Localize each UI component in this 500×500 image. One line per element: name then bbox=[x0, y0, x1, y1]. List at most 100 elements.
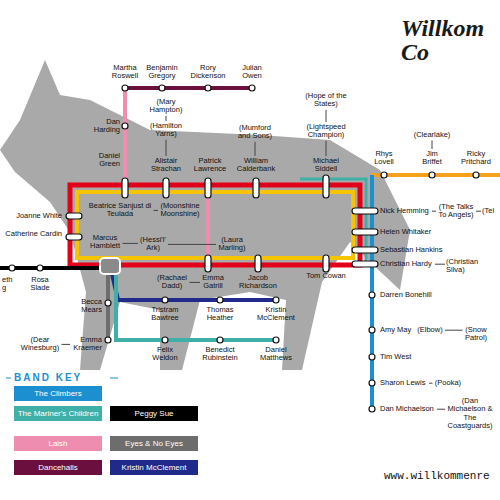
station-name: Benjamin Gregory bbox=[146, 63, 177, 80]
station-label: Tom Cowan bbox=[305, 272, 347, 280]
map-title: Willkom Co bbox=[401, 16, 497, 64]
station-label: (Christian Silva) bbox=[446, 258, 481, 275]
station-name: Jim Briffet bbox=[422, 149, 441, 166]
station-label: (The Talks To Angels) bbox=[437, 203, 475, 220]
station-label: (Dan Michaelson & The Coastguards) bbox=[446, 397, 494, 431]
station-label: Benjamin Gregory bbox=[145, 64, 179, 81]
station-label: Ricky Pritchard bbox=[460, 150, 493, 167]
station-name: Joanne White bbox=[16, 211, 62, 220]
link-line bbox=[432, 140, 433, 149]
station-label: Daniel Green bbox=[96, 152, 120, 169]
link-line bbox=[435, 264, 445, 265]
station-label: Dan Michaelson bbox=[380, 405, 436, 413]
station-label: (Hamilton Yarns) bbox=[149, 122, 184, 139]
station-label: (Laura Marling) bbox=[217, 236, 247, 253]
station-name: Emma Gatrill bbox=[202, 273, 224, 290]
station-label: Felix Weldon bbox=[151, 346, 179, 363]
station-name: Sebastian Hankins bbox=[380, 245, 443, 254]
station-label: Christian Hardy bbox=[380, 260, 434, 268]
station-label: Sebastian Hankins bbox=[380, 246, 445, 254]
station-label: Tristram Bawtree bbox=[150, 306, 180, 323]
link-line bbox=[190, 282, 201, 283]
legend-swatch: The Mariner's Children bbox=[14, 406, 102, 421]
station-name: Patrick Lawrence bbox=[194, 156, 227, 173]
station-name: Tom Cowan bbox=[306, 271, 346, 280]
station-name: Kristin McClement bbox=[257, 305, 295, 322]
station-name: Thomas Heather bbox=[206, 305, 233, 322]
station-name: Jacob Richardson bbox=[239, 273, 277, 290]
link-line bbox=[326, 141, 327, 156]
station-label: Jacob Richardson bbox=[238, 274, 278, 291]
station-name: Benedict Rubinstein bbox=[202, 345, 237, 362]
link-line bbox=[166, 140, 167, 156]
station-label: Jim Briffet bbox=[421, 150, 443, 167]
station-name: Daniel Green bbox=[99, 151, 120, 168]
station-label: William Calderbank bbox=[236, 157, 277, 174]
station-label: Becca Mears bbox=[79, 298, 102, 315]
eyes-line bbox=[106, 274, 110, 340]
station-name: Christian Hardy bbox=[380, 259, 432, 268]
station-name: Nick Hemming bbox=[380, 206, 429, 215]
station-label: Daniel Matthews bbox=[259, 346, 294, 363]
station-name: Sharon Lewis bbox=[380, 378, 425, 387]
station-label: Patrick Lawrence bbox=[193, 157, 228, 174]
station-name: eth g bbox=[2, 275, 12, 292]
station-label: Rhys Lovell bbox=[373, 150, 395, 167]
station-label: (Snow Patrol) bbox=[464, 326, 489, 343]
station-name: William Calderbank bbox=[237, 156, 275, 173]
legend-swatch: Dancehalls bbox=[14, 460, 102, 475]
station-name: Tim West bbox=[380, 352, 411, 361]
station-label: Michael Siddell bbox=[312, 157, 340, 174]
legend-text: Kristin McClement bbox=[122, 463, 187, 472]
orange-line bbox=[372, 173, 500, 177]
legend-text: Eyes & No Eyes bbox=[125, 439, 183, 448]
station-name: (Moonshine Moonshine) bbox=[160, 201, 199, 218]
link-line bbox=[445, 330, 463, 331]
station-name: (Christian Silva) bbox=[446, 257, 478, 274]
station-label: (Mary Hampton) bbox=[149, 98, 184, 115]
legend-text: Laish bbox=[48, 439, 67, 448]
station-name: (Snow Patrol) bbox=[465, 325, 487, 342]
station-label: Thomas Heather bbox=[205, 306, 235, 323]
station-label: Benedict Rubinstein bbox=[201, 346, 239, 363]
station-name: (Tel bbox=[482, 206, 494, 215]
link-line bbox=[476, 211, 481, 212]
station-label: Joanne White bbox=[14, 212, 62, 220]
station-name: (Hessi'l' Ark) bbox=[140, 235, 166, 252]
station-label: (Mumford and Sons) bbox=[237, 124, 274, 141]
loop-red bbox=[70, 185, 360, 265]
legend-swatch: Eyes & No Eyes bbox=[110, 436, 198, 451]
station-label: Helen Whitaker bbox=[380, 228, 434, 236]
station-label: Alistair Strachan bbox=[150, 157, 183, 174]
station-label: eth g bbox=[2, 276, 15, 293]
station-label: Amy May bbox=[380, 326, 414, 334]
station-name: (Hamilton Yarns) bbox=[150, 121, 182, 138]
station-name: Alistair Strachan bbox=[151, 156, 181, 173]
station-label: (Rachael Dadd) bbox=[156, 274, 189, 291]
link-line bbox=[255, 142, 256, 156]
legend-text: Peggy Sue bbox=[134, 409, 173, 418]
station-name: (Clearlake) bbox=[414, 130, 451, 139]
station-label: Nick Hemming bbox=[380, 207, 431, 215]
station-label: Beatrice Sanjust di Teulada bbox=[88, 202, 153, 219]
fox-silhouette bbox=[0, 60, 410, 370]
station-name: (Dear Winesburg) bbox=[21, 335, 59, 352]
station-name: Martha Roswell bbox=[112, 63, 138, 80]
station-name: (Elbow) bbox=[417, 325, 442, 334]
link-line bbox=[432, 211, 436, 212]
mariners-line bbox=[116, 274, 276, 340]
web-address: www.willkommenre bbox=[384, 470, 490, 482]
station-label: Kristin McClement bbox=[256, 306, 296, 323]
legend-text: The Mariner's Children bbox=[18, 409, 99, 418]
station-label: Tim West bbox=[380, 353, 414, 361]
station-name: (Pooka) bbox=[435, 378, 461, 387]
station-name: Rhys Lovell bbox=[374, 149, 394, 166]
station-label: (Hope of the States) bbox=[304, 92, 348, 109]
legend-swatch: Kristin McClement bbox=[110, 460, 198, 475]
link-line bbox=[154, 210, 159, 211]
station-label: Catherine Cardin bbox=[3, 230, 62, 238]
station-name: Catherine Cardin bbox=[5, 229, 62, 238]
station-dots bbox=[9, 85, 479, 412]
station-name: Michael Siddell bbox=[313, 156, 339, 173]
